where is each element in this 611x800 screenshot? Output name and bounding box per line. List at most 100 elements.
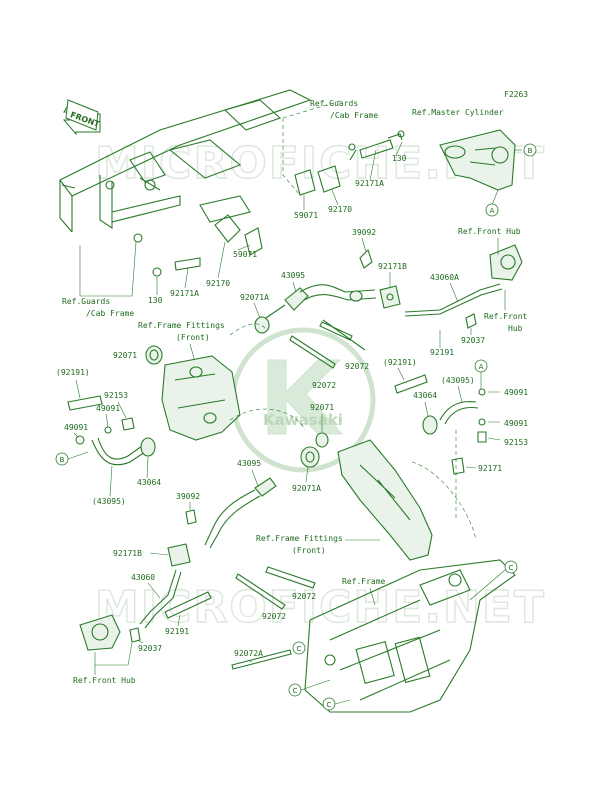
part-49091-left-a: 49091 [96, 404, 120, 413]
ref-guards-cab-frame-left-line1: Ref.Guards [62, 297, 110, 306]
callout-c-a [292, 641, 306, 655]
part-39092-top: 39092 [352, 228, 376, 237]
part-43060A: 43060A [430, 273, 459, 282]
part-43064-right: 43064 [413, 391, 437, 400]
bracket-92171B-right [379, 285, 401, 309]
strap-92191-right-top [319, 321, 353, 341]
callout-a-right-label: A [479, 363, 484, 371]
part-92072-b: 92072 [312, 381, 336, 390]
clip-39092-mid [185, 502, 197, 525]
frame-fitting-front-left-drawing [161, 355, 241, 441]
part-92171B-right: 92171B [378, 262, 407, 271]
part-49091-right-b: 49091 [504, 419, 528, 428]
part-92071-left: 92071 [113, 351, 137, 360]
master-cylinder-drawing [439, 129, 522, 206]
ref-guards-cab-frame-top-line2: /Cab Frame [330, 111, 378, 120]
part-43060: 43060 [131, 573, 155, 582]
ref-frame-fittings-front-top-line2: (Front) [176, 333, 210, 342]
part-49091-right-a: 49091 [504, 388, 528, 397]
brake-pipe-43060A [404, 283, 503, 317]
banjo-bolt-right [477, 372, 501, 443]
callout-b-left-label: B [60, 456, 65, 464]
front-arrow-icon: FRONT [62, 99, 101, 136]
part-92071A-mid: 92071A [292, 484, 321, 493]
front-hub-right-drawing [489, 238, 523, 281]
pipe-92191-right [394, 367, 428, 394]
callout-c-a-label: C [297, 645, 302, 653]
part-43095-mid: 43095 [237, 459, 261, 468]
ref-frame: Ref.Frame [342, 577, 386, 586]
part-92171B-left: 92171B [113, 549, 142, 558]
callout-b-top [523, 143, 537, 157]
ref-frame-fittings-front-bottom-line2: (Front) [292, 546, 326, 555]
part-59071-top: 59071 [294, 211, 318, 220]
brake-hose-43095-right [439, 385, 479, 425]
banjo-bolt-left [73, 401, 135, 445]
ref-master-cylinder: Ref.Master Cylinder [412, 108, 504, 117]
ref-front-hub-left-bottom: Ref.Front Hub [73, 676, 136, 685]
brake-hose-43095-top [254, 284, 377, 334]
callout-c-c-label: C [327, 701, 332, 709]
part-92191-right-top: 92191 [430, 348, 454, 357]
part-92170-mid: 92170 [206, 279, 230, 288]
part-92171-right: 92171 [478, 464, 502, 473]
tie-92072A [231, 649, 292, 670]
figure-code: F2263 [504, 90, 528, 99]
part-130-left: 130 [148, 296, 163, 305]
cab-frame-drawing [59, 89, 312, 233]
part-92071A-top: 92071A [240, 293, 269, 302]
part-92191-paren-right: (92191) [383, 358, 417, 367]
part-43095-top: 43095 [281, 271, 305, 280]
part-43095-paren-left: (43095) [92, 497, 126, 506]
part-92072-d: 92072 [262, 612, 286, 621]
callout-c-right-label: C [509, 564, 514, 572]
part-92037-right: 92037 [461, 336, 485, 345]
part-43095-paren-right: (43095) [441, 376, 475, 385]
brake-pipe-43060 [139, 569, 182, 629]
part-92171A-left: 92171A [170, 289, 199, 298]
grommet-92071-left [145, 345, 163, 365]
brake-hose-43095-left [91, 437, 146, 466]
part-92071-mid: 92071 [310, 403, 334, 412]
part-92153-left: 92153 [104, 391, 128, 400]
part-92191-paren-left: (92191) [56, 368, 90, 377]
callout-c-b-label: C [293, 687, 298, 695]
part-92072-c: 92072 [292, 592, 316, 601]
part-39092-mid: 39092 [176, 492, 200, 501]
pipe-92191-left [67, 379, 103, 411]
front-hub-left-drawing [79, 614, 121, 651]
grommet-92071-mid [315, 414, 329, 448]
part-92153-right: 92153 [504, 438, 528, 447]
ref-front-hub-right-mid-line2: Hub [508, 324, 523, 333]
ref-guards-cab-frame-left-line2: /Cab Frame [86, 309, 134, 318]
brake-line-clamp-mid [133, 214, 263, 277]
bracket-92171-right [451, 457, 477, 475]
part-130-top: 130 [392, 154, 407, 163]
ties-92072-upper [289, 319, 366, 369]
ref-front-hub-right-top: Ref.Front Hub [458, 227, 521, 236]
part-49091-left-b: 49091 [64, 423, 88, 432]
bracket-92171B-left [149, 543, 191, 567]
clip-39092-top [359, 248, 373, 269]
ref-front-hub-right-mid-line1: Ref.Front [484, 312, 528, 321]
ref-frame-fittings-front-top-line1: Ref.Frame Fittings [138, 321, 225, 330]
callout-b-top-label: B [528, 147, 533, 155]
part-59071-mid: 59071 [233, 250, 257, 259]
frame-drawing-bottom [304, 559, 516, 713]
part-92171A-top: 92171A [355, 179, 384, 188]
pipe-92191-left-bottom [164, 591, 212, 619]
frame-fitting-front-right-drawing [337, 439, 477, 561]
kawasaki-logo-text: Kawasaki [263, 411, 343, 429]
callout-c-right [504, 560, 518, 574]
ref-frame-fittings-front-bottom-line1: Ref.Frame Fittings [256, 534, 343, 543]
part-43064-left: 43064 [137, 478, 161, 487]
grommet-43064-left [140, 437, 156, 457]
bleeder-92037-left [129, 627, 141, 643]
callout-a-top [485, 203, 499, 217]
ties-92072-lower [235, 566, 316, 610]
grommet-43064-right [422, 401, 438, 435]
part-92191-left-bottom: 92191 [165, 627, 189, 636]
part-92170-top: 92170 [328, 205, 352, 214]
brake-hose-43095-mid [204, 469, 277, 549]
